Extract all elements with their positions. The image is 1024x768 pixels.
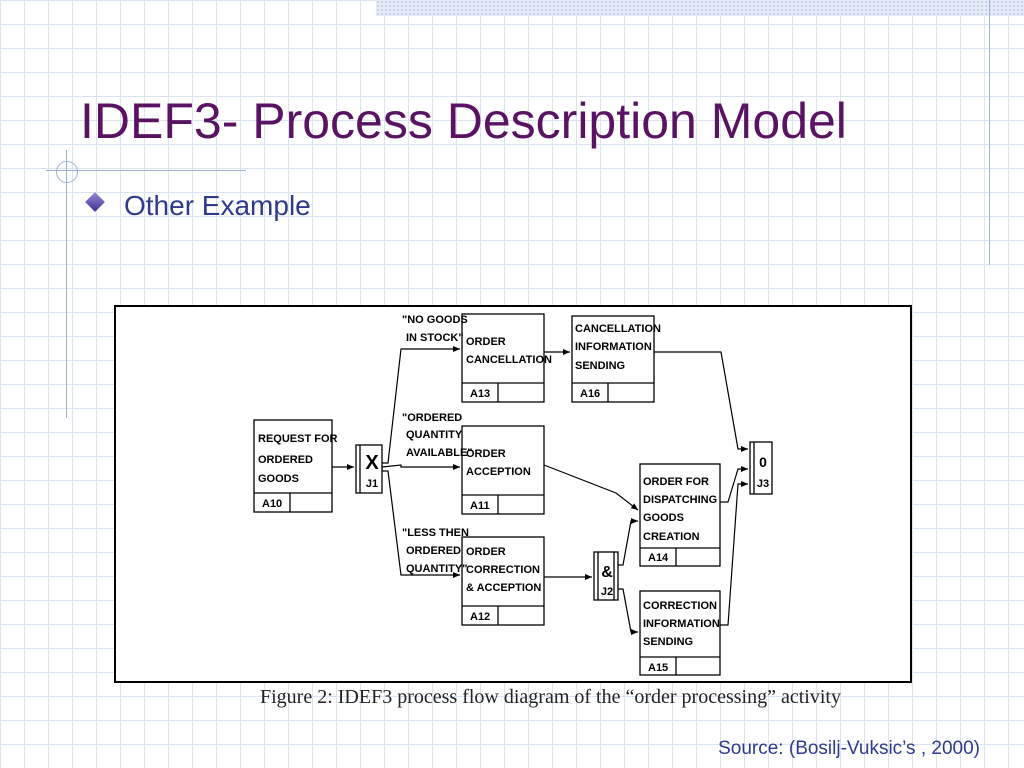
arrow-j1-a12 — [382, 470, 460, 578]
unit-a16-line-1: CANCELLATION — [575, 323, 661, 335]
connectors — [332, 346, 748, 635]
unit-a16: CANCELLATION INFORMATION SENDING A16 — [571, 315, 661, 403]
junction-j3-symbol: 0 — [759, 454, 767, 470]
bullet-text: Other Example — [124, 190, 311, 221]
unit-a11-id: A11 — [470, 500, 490, 512]
figure-caption: Figure 2: IDEF3 process flow diagram of … — [260, 686, 841, 708]
unit-a12-line-3: & ACCEPTION — [466, 582, 541, 594]
header-decor-band — [376, 0, 1024, 16]
arrow-a16-j3 — [654, 351, 748, 452]
unit-a12-line-2: CORRECTION — [466, 564, 540, 576]
arrow-j2-a14 — [618, 518, 638, 566]
unit-a12: ORDER CORRECTION & ACCEPTION A12 — [461, 536, 545, 626]
unit-a14-id: A14 — [648, 552, 669, 564]
arrow-a15-j3 — [720, 481, 748, 626]
arrow-j1-a11 — [381, 464, 460, 470]
junction-j2-symbol: & — [601, 564, 613, 581]
condition-less-line-1: "LESS THEN — [402, 527, 469, 539]
left-decor-line — [66, 150, 67, 418]
arrow-j2-a15 — [618, 588, 638, 635]
title-decor-line — [46, 170, 246, 171]
arrow-a11-a14 — [543, 464, 639, 511]
unit-a14-line-3: GOODS — [643, 512, 684, 524]
unit-a15-line-3: SENDING — [643, 636, 693, 648]
unit-a13-line-2: CANCELLATION — [466, 354, 552, 366]
unit-a11-line-1: ORDER — [466, 448, 506, 460]
unit-a16-id: A16 — [580, 388, 600, 400]
condition-no-goods-line-1: "NO GOODS — [402, 314, 468, 326]
arrow-j1-a13 — [382, 346, 460, 464]
unit-a13-line-1: ORDER — [466, 336, 506, 348]
junction-j1-id: J1 — [366, 478, 378, 490]
junction-j3-id: J3 — [757, 478, 769, 490]
unit-a16-line-3: SENDING — [575, 360, 625, 372]
condition-no-goods: "NO GOODS IN STOCK" — [402, 314, 468, 344]
unit-a12-line-1: ORDER — [466, 546, 506, 558]
unit-a10-line-3: GOODS — [258, 473, 299, 485]
unit-a14: ORDER FOR DISPATCHING GOODS CREATION A14 — [639, 463, 721, 567]
unit-a11-line-2: ACCEPTION — [466, 466, 531, 478]
unit-a15-line-1: CORRECTION — [643, 600, 717, 612]
unit-a10-id: A10 — [262, 498, 282, 510]
unit-a10: REQUEST FOR ORDERED GOODS A10 — [253, 419, 338, 513]
condition-available-line-3: AVAILABLE" — [406, 447, 473, 459]
idef3-diagram-svg: REQUEST FOR ORDERED GOODS A10 ORDER CANC… — [253, 313, 773, 676]
unit-a10-line-2: ORDERED — [258, 454, 313, 466]
right-decor-line — [989, 0, 990, 265]
unit-a10-line-1: REQUEST FOR — [258, 433, 338, 445]
junction-j1-symbol: X — [365, 452, 379, 474]
unit-a13-id: A13 — [470, 388, 490, 400]
condition-less-line-3: QUANTITY" — [406, 563, 467, 575]
condition-available-line-2: QUANTITY — [406, 429, 463, 441]
condition-available-line-1: "ORDERED — [402, 412, 462, 424]
unit-a15-id: A15 — [648, 662, 668, 674]
condition-less-quantity: "LESS THEN ORDERED QUANTITY" — [402, 527, 469, 575]
unit-a16-line-2: INFORMATION — [575, 341, 652, 353]
unit-a14-line-2: DISPATCHING — [643, 494, 717, 506]
unit-a13: ORDER CANCELLATION A13 — [461, 313, 552, 403]
unit-a15-line-2: INFORMATION — [643, 618, 720, 630]
unit-a14-line-1: ORDER FOR — [643, 476, 709, 488]
page-title: IDEF3- Process Description Model — [80, 93, 847, 149]
diamond-bullet-icon — [85, 192, 105, 212]
arrow-a14-j3 — [720, 466, 748, 503]
unit-a14-line-4: CREATION — [643, 531, 700, 543]
junction-j2: & J2 — [593, 551, 619, 601]
unit-a15: CORRECTION INFORMATION SENDING A15 — [639, 590, 721, 676]
junction-j3: 0 J3 — [749, 441, 773, 495]
decor-circle — [56, 161, 78, 183]
source-citation: Source: (Bosilj-Vuksic’s , 2000) — [718, 738, 980, 759]
junction-j2-id: J2 — [601, 586, 613, 598]
unit-a11: ORDER ACCEPTION A11 — [461, 425, 545, 515]
condition-quantity-available: "ORDERED QUANTITY AVAILABLE" — [402, 412, 473, 459]
junction-j1: X J1 — [355, 444, 383, 494]
condition-no-goods-line-2: IN STOCK" — [406, 332, 464, 344]
unit-a12-id: A12 — [470, 611, 490, 623]
idef3-diagram: REQUEST FOR ORDERED GOODS A10 ORDER CANC… — [114, 305, 912, 683]
condition-less-line-2: ORDERED — [406, 545, 461, 557]
